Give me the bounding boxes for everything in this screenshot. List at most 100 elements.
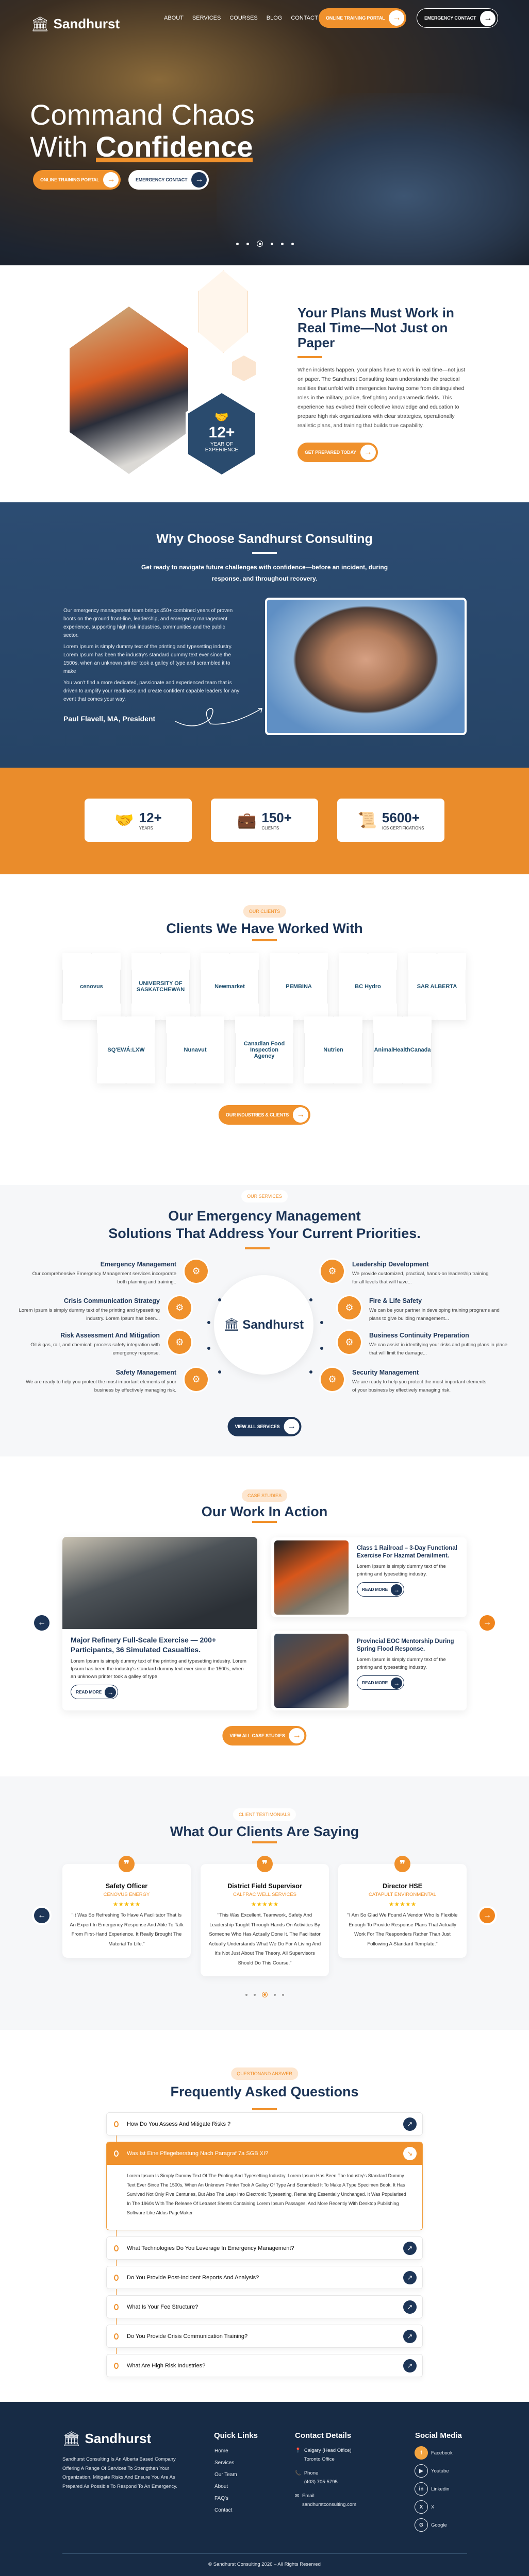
slide-dot[interactable]	[254, 1993, 256, 1996]
nav-contact[interactable]: CONTACT	[291, 15, 318, 21]
faq-question-row[interactable]: How Do You Assess And Mitigate Risks ?↗	[107, 2113, 422, 2135]
slide-dot[interactable]	[274, 1993, 276, 1996]
main-nav: ABOUT SERVICES COURSES BLOG CONTACT	[164, 15, 318, 21]
case-card[interactable]: Class 1 Railroad – 3-Day Functional Exer…	[271, 1537, 467, 1617]
faq-title: Frequently Asked Questions	[170, 2084, 359, 2099]
nav-portal-button[interactable]: ONLINE TRAINING PORTAL→	[319, 8, 407, 28]
timeline-dot	[114, 2150, 119, 2157]
slide-dot[interactable]	[271, 242, 273, 245]
testimonial-company: CENOVUS ENERGY	[103, 1892, 150, 1897]
client-logo-hex: SQ'EWÁ:LXW	[97, 1016, 155, 1083]
nav-courses[interactable]: COURSES	[229, 15, 258, 21]
logo[interactable]: 🏛 Sandhurst	[31, 15, 120, 32]
footer-link-services[interactable]: Services	[214, 2460, 235, 2466]
slide-dot[interactable]	[246, 242, 249, 245]
quick-links: Home Services Our Team About FAQ's Conta…	[214, 2445, 237, 2516]
slide-dot[interactable]	[281, 242, 284, 245]
building-columns-icon: 🏛	[223, 1318, 240, 1332]
slider-prev-button[interactable]: ←	[34, 1615, 49, 1631]
get-prepared-button[interactable]: GET PREPARED TODAY→	[297, 443, 378, 462]
arrow-up-right-icon[interactable]: ↗	[403, 2330, 417, 2343]
nav-blog[interactable]: BLOG	[266, 15, 283, 21]
section-badge: OUR SERVICES	[241, 1190, 288, 1202]
communication-network-icon: ⚙	[168, 1296, 191, 1319]
testimonial-prev-button[interactable]: ←	[34, 1908, 49, 1923]
why-title: Why Choose Sandhurst Consulting	[156, 532, 373, 546]
social-youtube[interactable]: ▶Youtube	[415, 2464, 453, 2478]
slide-dot-active[interactable]	[257, 241, 263, 247]
faq-item[interactable]: Do You Provide Crisis Communication Trai…	[106, 2325, 423, 2348]
handshake-stars-icon: 🤝	[114, 811, 134, 829]
arrow-up-right-icon[interactable]: ↗	[403, 2117, 417, 2131]
arrow-up-right-icon[interactable]: ↗	[403, 2300, 417, 2314]
arrow-up-right-icon[interactable]: ↗	[403, 2359, 417, 2372]
view-all-services-button[interactable]: VIEW ALL SERVICES→	[227, 1417, 302, 1436]
nav-emergency-button[interactable]: EMERGENCY CONTACT→	[417, 8, 499, 28]
section-badge: QUESTIONAND ANSWER	[231, 2067, 298, 2080]
star-rating: ★★★★★	[388, 1901, 417, 1908]
read-more-button[interactable]: READ MORE→	[357, 1582, 405, 1597]
view-all-case-studies-button[interactable]: VIEW ALL CASE STUDIES→	[222, 1726, 307, 1745]
footer-link-home[interactable]: Home	[214, 2448, 228, 2454]
nav-services[interactable]: SERVICES	[192, 15, 221, 21]
faq-question-row[interactable]: What Technologies Do You Leverage In Eme…	[107, 2237, 422, 2259]
footer-link-contact[interactable]: Contact	[214, 2507, 233, 2513]
faq-question-row[interactable]: What Are High Risk Industries?↗	[107, 2354, 422, 2377]
slide-dot-active[interactable]	[262, 1992, 268, 1997]
client-logo: PEMBINA	[270, 953, 328, 1020]
email-link[interactable]: sandhurstconsulting.com	[302, 2502, 357, 2507]
testimonial-next-button[interactable]: →	[480, 1908, 495, 1923]
timeline-dot	[114, 2304, 119, 2310]
slide-dot[interactable]	[245, 1993, 247, 1996]
hero-emergency-button[interactable]: EMERGENCY CONTACT→	[128, 170, 209, 190]
case-card-main[interactable]: Major Refinery Full-Scale Exercise — 200…	[62, 1537, 257, 1710]
case-card[interactable]: Provincial EOC Mentorship During Spring …	[271, 1631, 467, 1710]
connector-dot	[320, 1321, 323, 1324]
arrow-up-right-icon[interactable]: ↗	[403, 2242, 417, 2255]
faq-question-row[interactable]: What Is Your Fee Structure?↗	[107, 2296, 422, 2318]
faq-question: Do You Provide Post-Incident Reports And…	[127, 2275, 259, 2281]
footer-link-team[interactable]: Our Team	[214, 2472, 237, 2478]
read-more-button[interactable]: READ MORE→	[71, 1685, 119, 1699]
slide-dot[interactable]	[236, 242, 239, 245]
slide-dot[interactable]	[291, 242, 294, 245]
section-badge: OUR CLIENTS	[243, 905, 286, 918]
faq-item[interactable]: What Technologies Do You Leverage In Eme…	[106, 2236, 423, 2260]
hero-portal-button[interactable]: ONLINE TRAINING PORTAL→	[33, 170, 121, 190]
slider-next-button[interactable]: →	[480, 1615, 495, 1631]
faq-item[interactable]: What Is Your Fee Structure?↗	[106, 2295, 423, 2318]
faq-question-row[interactable]: Do You Provide Crisis Communication Trai…	[107, 2325, 422, 2347]
nav-about[interactable]: ABOUT	[164, 15, 184, 21]
faq-question-row[interactable]: Was Ist Eine Pflegeberatung Nach Paragra…	[107, 2142, 422, 2165]
read-more-button[interactable]: READ MORE→	[357, 1675, 405, 1690]
services-title-1: Our Emergency Management	[168, 1208, 361, 1224]
faq-item-open[interactable]: Was Ist Eine Pflegeberatung Nach Paragra…	[106, 2142, 423, 2230]
case-studies-section: CASE STUDIES Our Work In Action ← → Majo…	[0, 1456, 529, 1776]
phone-link[interactable]: (403) 705-5795	[304, 2479, 338, 2485]
faq-item[interactable]: Do You Provide Post-Incident Reports And…	[106, 2266, 423, 2289]
arrow-down-right-icon[interactable]: ↘	[403, 2147, 417, 2160]
footer-link-faq[interactable]: FAQ's	[214, 2496, 228, 2501]
footer-logo[interactable]: 🏛 Sandhurst	[62, 2431, 152, 2447]
service-desc: We provide customized, practical, hands-…	[352, 1271, 489, 1285]
faq-item[interactable]: What Are High Risk Industries?↗	[106, 2354, 423, 2377]
faq-question-row[interactable]: Do You Provide Post-Incident Reports And…	[107, 2266, 422, 2289]
arrow-up-right-icon[interactable]: ↗	[403, 2271, 417, 2284]
footer-link-about[interactable]: About	[214, 2484, 228, 2489]
connector-dot	[218, 1298, 221, 1301]
industries-clients-button[interactable]: OUR INDUSTRIES & CLIENTS→	[218, 1105, 311, 1125]
slide-dot[interactable]	[282, 1993, 284, 1996]
faq-item[interactable]: How Do You Assess And Mitigate Risks ?↗	[106, 2112, 423, 2136]
